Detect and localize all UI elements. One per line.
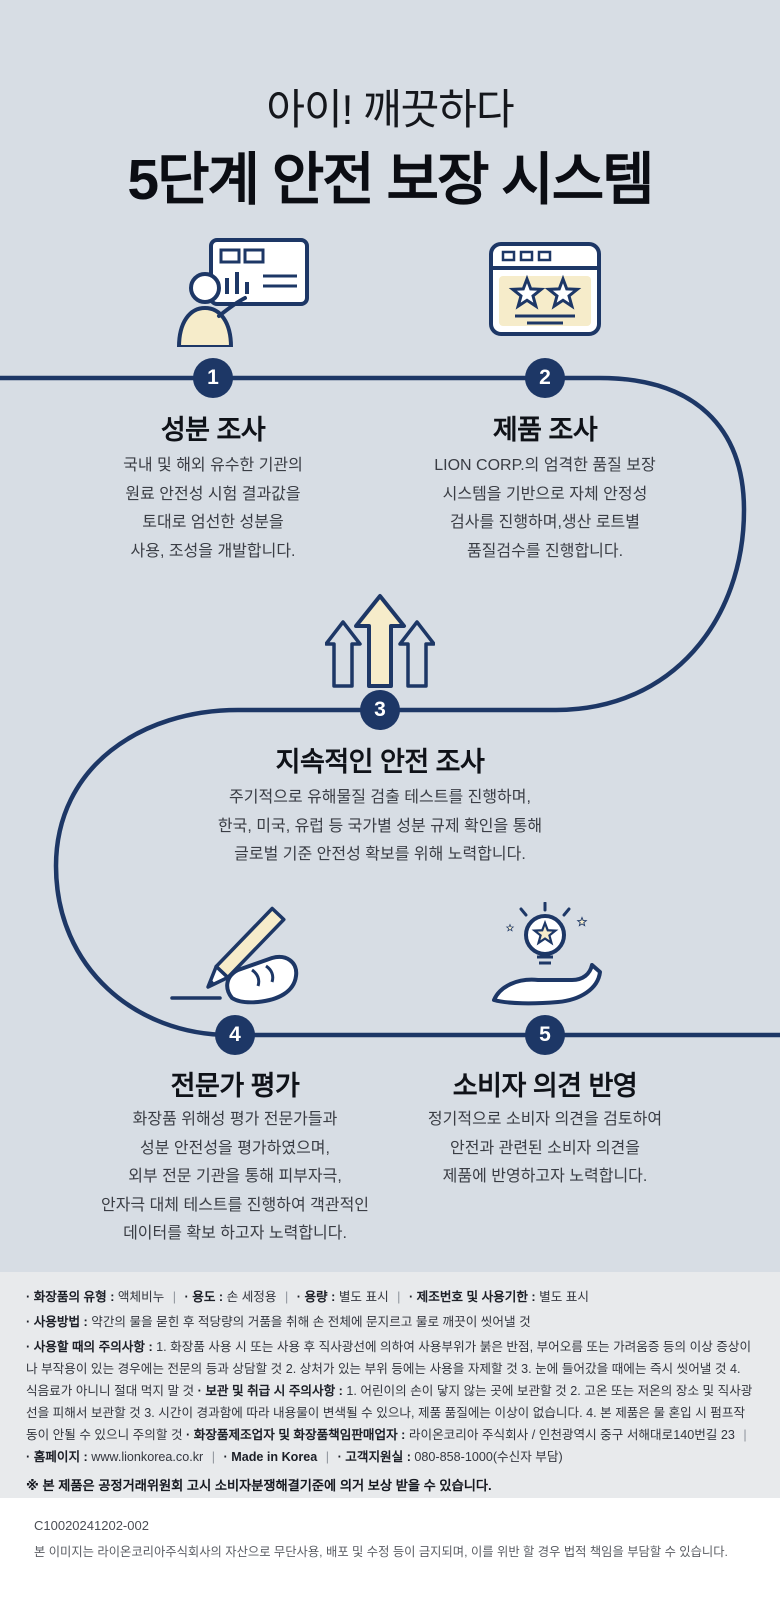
browser-stars-icon (475, 240, 615, 345)
howto-line: · 사용방법 : 약간의 물을 묻힌 후 적당량의 거품을 취해 손 전체에 문… (26, 1311, 754, 1334)
step-4-description: 화장품 위해성 평가 전문가들과 성분 안전성을 평가하였으며, 외부 전문 기… (100, 1111, 370, 1242)
hand-lightbulb-icon (480, 901, 610, 1017)
product-spec-line: · 화장품의 유형 : 액체비누 | · 용도 : 손 세정용 | · 용량 :… (26, 1286, 754, 1309)
arrows-up-icon (324, 592, 436, 697)
maker-label: · 화장품제조업자 및 화장품책임판매업자 : (186, 1428, 406, 1442)
caution-label: · 사용할 때의 주의사항 : (26, 1340, 153, 1354)
volume-label: · 용량 : (296, 1290, 336, 1304)
type-value: 액체비누 (117, 1290, 165, 1304)
separator: | (211, 1450, 216, 1464)
caution-value: 1. 화장품 사용 시 또는 사용 후 직사광선에 의하여 사용부위가 붉은 반… (26, 1340, 752, 1398)
step-2-number-badge: 2 (525, 358, 565, 398)
product-info-panel: · 화장품의 유형 : 액체비누 | · 용도 : 손 세정용 | · 용량 :… (0, 1272, 780, 1498)
step-2-description: LION CORP.의 엄격한 품질 보장 시스템을 기반으로 자체 안정성 검… (434, 457, 656, 560)
step-5-description: 정기적으로 소비자 의견을 검토하여 안전과 관련된 소비자 의견을 제품에 반… (427, 1111, 663, 1185)
brand-title: 아이! 깨끗하다 (266, 86, 514, 133)
step-3-title: 지속적인 안전 조사 (275, 747, 485, 777)
step-4-title: 전문가 평가 (170, 1071, 300, 1101)
step-3-number-badge: 3 (360, 690, 400, 730)
howto-label: · 사용방법 : (26, 1315, 88, 1329)
volume-value: 별도 표시 (338, 1290, 389, 1304)
storage-value: 1. 어린이의 손이 닿지 않는 곳에 보관할 것 2. 고온 또는 저온의 장… (26, 1384, 753, 1442)
presentation-board-icon (175, 232, 315, 352)
howto-value: 약간의 물을 묻힌 후 적당량의 거품을 취해 손 전체에 문지르고 물로 깨끗… (91, 1315, 531, 1329)
step-5-title: 소비자 의견 반영 (452, 1071, 638, 1101)
footer-code: C10020241202-002 (34, 1518, 149, 1533)
homepage-value: www.lionkorea.co.kr (91, 1450, 204, 1464)
caution-paragraph: · 사용할 때의 주의사항 : 1. 화장품 사용 시 또는 사용 후 직사광선… (26, 1336, 754, 1468)
step-5-number-badge: 5 (525, 1015, 565, 1055)
separator: | (397, 1290, 401, 1304)
step-1-description: 국내 및 해외 유수한 기관의 원료 안전성 시험 결과값을 토대로 엄선한 성… (123, 457, 303, 560)
footer-copyright: 본 이미지는 라이온코리아주식회사의 자산으로 무단사용, 배포 및 수정 등이… (34, 1545, 728, 1559)
support-value: 080-858-1000(수신자 부담) (414, 1450, 563, 1464)
maker-value: 라이온코리아 주식회사 / 인천광역시 중구 서해대로140번길 23 (408, 1428, 735, 1442)
step-1-number-badge: 1 (193, 358, 233, 398)
support-label: · 고객지원실 : (337, 1450, 411, 1464)
step-1-title: 성분 조사 (160, 415, 266, 445)
storage-label: · 보관 및 취급 시 주의사항 : (197, 1384, 343, 1398)
use-value: 손 세정용 (226, 1290, 277, 1304)
lot-label: · 제조번호 및 사용기한 : (408, 1290, 536, 1304)
hand-writing-icon (160, 900, 310, 1015)
lot-value: 별도 표시 (539, 1290, 589, 1304)
step-2-title: 제품 조사 (492, 415, 598, 445)
homepage-label: · 홈페이지 : (26, 1450, 88, 1464)
madein-label: · Made in Korea (223, 1450, 318, 1464)
page-title: 5단계 안전 보장 시스템 (127, 148, 654, 212)
step-4-number-badge: 4 (215, 1015, 255, 1055)
separator: | (172, 1290, 177, 1304)
type-label: · 화장품의 유형 : (26, 1290, 115, 1304)
step-3-description: 주기적으로 유해물질 검출 테스트를 진행하며, 한국, 미국, 유럽 등 국가… (217, 789, 543, 863)
compensation-notice: ※ 본 제품은 공정거래위원회 고시 소비자분쟁해결기준에 의거 보상 받을 수… (26, 1478, 492, 1493)
separator: | (743, 1428, 747, 1442)
separator: | (325, 1450, 330, 1464)
separator: | (284, 1290, 289, 1304)
use-label: · 용도 : (184, 1290, 224, 1304)
image-footer: C10020241202-002 본 이미지는 라이온코리아주식회사의 자산으로… (0, 1498, 780, 1605)
